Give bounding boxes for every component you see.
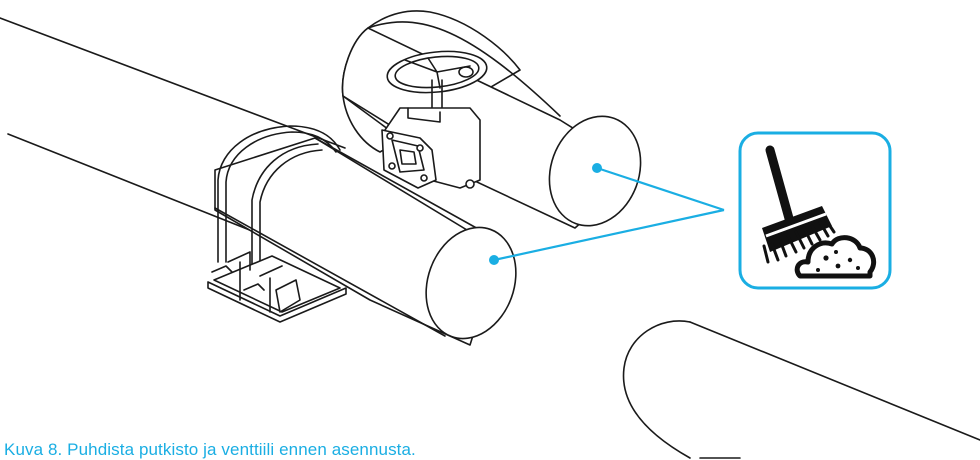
downstream-pipe	[622, 320, 980, 459]
gearbox	[381, 107, 481, 189]
handwheel	[386, 50, 488, 109]
pointer-dot-pipe-end	[489, 255, 499, 265]
broom-sweeping-dust-icon	[762, 145, 877, 279]
callout-pointers	[489, 163, 725, 265]
pipe-support-clamp	[207, 125, 347, 323]
cleaning-icon-panel	[738, 131, 892, 290]
figure-caption: Kuva 8. Puhdista putkisto ja venttiili e…	[4, 440, 416, 459]
pointer-dot-valve-end	[592, 163, 602, 173]
